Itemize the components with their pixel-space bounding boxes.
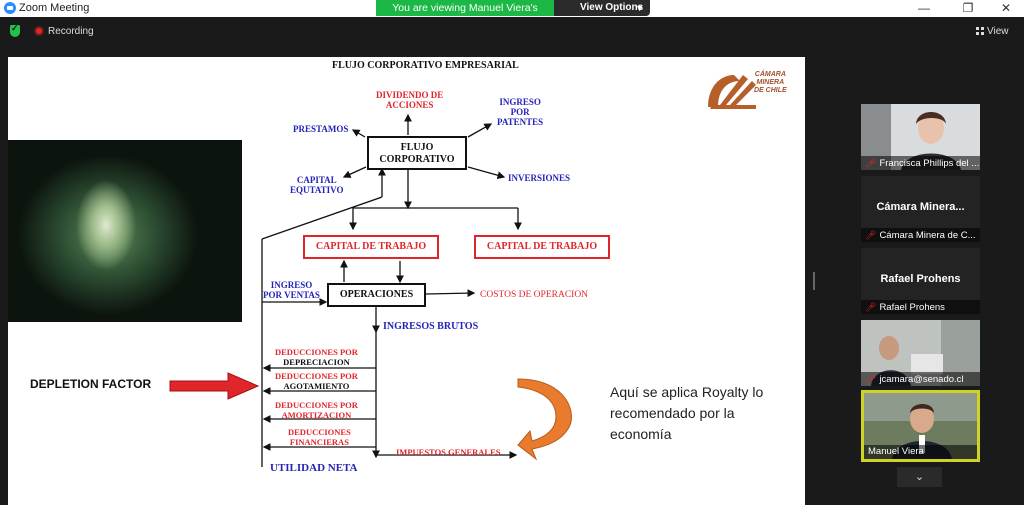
prestamos-label: PRESTAMOS — [293, 124, 348, 134]
label-line: POR — [510, 107, 530, 117]
label-line: AGOTAMIENTO — [283, 381, 350, 391]
participant-name: Cámara Minera de C... — [879, 230, 976, 241]
label-line: DEDUCCIONES — [288, 427, 351, 437]
box-line: FLUJO — [400, 142, 434, 153]
shield-icon[interactable] — [10, 23, 20, 37]
chevron-down-icon: ⌄ — [914, 471, 925, 483]
curved-arrow-icon — [517, 378, 572, 461]
view-button[interactable]: View — [976, 26, 1009, 37]
impuestos-label: IMPUESTOS GENERALES — [396, 447, 501, 457]
logo-line: MINERA — [756, 79, 785, 86]
flujo-corporativo-box: FLUJO CORPORATIVO — [367, 136, 467, 170]
label-line: FINANCIERAS — [289, 437, 349, 447]
screen-share-banner: You are viewing Manuel Viera's screen — [376, 0, 554, 30]
participant-tile-active-speaker[interactable]: Manuel Viera — [861, 390, 980, 462]
recording-label[interactable]: Recording — [48, 26, 94, 37]
label-line: POR VENTAS — [263, 290, 320, 300]
shared-screen-slide: FLUJO CORPORATIVO EMPRESARIAL CÁMARA MIN… — [8, 57, 805, 505]
muted-mic-icon: 🎤︎ — [865, 374, 877, 384]
label-line: DIVIDENDO DE — [376, 90, 444, 100]
participant-tile[interactable]: 🎤︎Francisca Phillips del ... — [861, 104, 980, 170]
participant-caption: 🎤︎Rafael Prohens — [861, 300, 980, 314]
operaciones-box: OPERACIONES — [327, 283, 426, 307]
view-options-label: View Options — [580, 2, 644, 13]
participant-big-name: Rafael Prohens — [880, 273, 961, 285]
participant-caption: 🎤︎jcamara@senado.cl — [861, 372, 980, 386]
label-line: DEDUCCIONES POR — [275, 347, 358, 357]
participant-name: Manuel Viera — [868, 446, 924, 457]
logo-text: CÁMARA MINERA DE CHILE — [754, 71, 787, 95]
ingreso-patentes-label: INGRESO POR PATENTES — [497, 97, 543, 127]
ingresos-brutos-label: INGRESOS BRUTOS — [383, 321, 479, 332]
meeting-topbar: Recording View — [0, 17, 1024, 47]
logo-line: DE CHILE — [754, 87, 787, 94]
muted-mic-icon: 🎤︎ — [865, 230, 877, 240]
camara-minera-logo-icon — [708, 75, 756, 109]
depletion-factor-label: DEPLETION FACTOR — [30, 377, 152, 391]
grid-view-icon — [976, 27, 984, 35]
participant-caption: Manuel Viera — [864, 445, 977, 459]
capital-equitativo-label: CAPITAL EQUTATIVO — [290, 175, 344, 195]
participant-tile[interactable]: 🎤︎jcamara@senado.cl — [861, 320, 980, 386]
label-line: DEDUCCIONES POR — [275, 400, 358, 410]
window-title: Zoom Meeting — [19, 2, 90, 14]
label-line: DEDUCCIONES POR — [275, 371, 358, 381]
participant-big-name: Cámara Minera... — [876, 201, 965, 213]
participant-tile[interactable]: Rafael Prohens 🎤︎Rafael Prohens — [861, 248, 980, 314]
inversiones-label: INVERSIONES — [508, 173, 571, 183]
label-line: EQUTATIVO — [290, 185, 344, 195]
label-line: INGRESO — [270, 280, 313, 290]
participant-name: jcamara@senado.cl — [879, 374, 964, 385]
participant-name: Francisca Phillips del ... — [879, 158, 980, 169]
label-line: CAPITAL — [296, 175, 337, 185]
mine-tunnel-image — [8, 140, 242, 322]
ingreso-ventas-label: INGRESO POR VENTAS — [263, 280, 320, 300]
label-line: DEPRECIACION — [283, 357, 350, 367]
deducciones-financieras: DEDUCCIONES FINANCIERAS — [288, 427, 351, 447]
gallery-scroll-down-button[interactable]: ⌄ — [897, 467, 942, 487]
participant-caption: 🎤︎Cámara Minera de C... — [861, 228, 980, 242]
costos-label: COSTOS DE OPERACION — [480, 290, 589, 300]
close-button[interactable]: ✕ — [1000, 1, 1012, 15]
label-line: AMORTIZACION — [281, 410, 352, 420]
capital-trabajo-box-1: CAPITAL DE TRABAJO — [303, 235, 439, 259]
chevron-down-icon: ▼ — [635, 3, 644, 13]
slide-title: FLUJO CORPORATIVO EMPRESARIAL — [332, 60, 519, 71]
capital-trabajo-box-2: CAPITAL DE TRABAJO — [474, 235, 610, 259]
view-options-button[interactable]: View Options ▼ — [554, 0, 650, 16]
label-line: ACCIONES — [385, 100, 434, 110]
logo-line: CÁMARA — [754, 71, 786, 78]
red-arrow-icon — [169, 372, 260, 400]
dividendo-label: DIVIDENDO DE ACCIONES — [376, 90, 443, 110]
deducciones-agotamiento: DEDUCCIONES POR AGOTAMIENTO — [275, 371, 358, 391]
royalty-note: Aquí se aplica Royalty lo recomendado po… — [610, 384, 764, 442]
minimize-button[interactable]: — — [918, 1, 930, 15]
label-line: PATENTES — [497, 117, 544, 127]
zoom-logo-icon — [4, 2, 16, 14]
participant-name: Rafael Prohens — [879, 302, 945, 313]
muted-mic-icon: 🎤︎ — [865, 302, 877, 312]
deducciones-amortizacion: DEDUCCIONES POR AMORTIZACION — [275, 400, 358, 420]
label-line: PRESTAMOS — [293, 124, 349, 134]
flow-diagram-lines — [169, 75, 756, 467]
label-line: INGRESO — [499, 97, 541, 107]
panel-resize-handle[interactable] — [813, 272, 815, 290]
maximize-button[interactable]: ❐ — [962, 1, 974, 15]
record-dot-icon — [34, 26, 44, 36]
utilidad-neta-label: UTILIDAD NETA — [270, 462, 358, 474]
box-line: CORPORATIVO — [379, 154, 455, 165]
participant-caption: 🎤︎Francisca Phillips del ... — [861, 156, 980, 170]
deducciones-depreciacion: DEDUCCIONES POR DEPRECIACION — [275, 347, 358, 367]
view-label: View — [987, 26, 1009, 37]
muted-mic-icon: 🎤︎ — [865, 158, 877, 168]
participant-tile[interactable]: Cámara Minera... 🎤︎Cámara Minera de C... — [861, 176, 980, 242]
